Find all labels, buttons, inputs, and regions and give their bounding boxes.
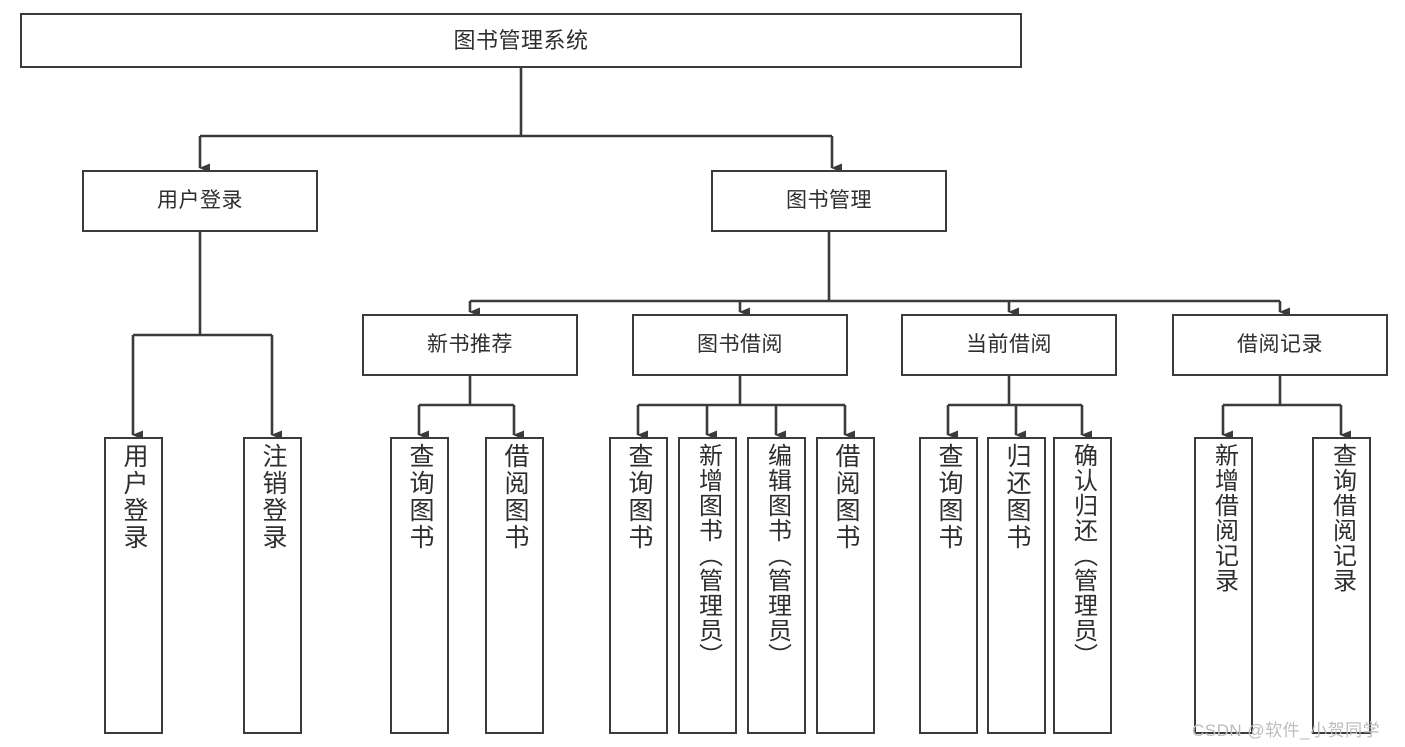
node-label: 图书管理	[786, 188, 872, 212]
node-label: 查询图书	[625, 443, 653, 551]
node-label: 当前借阅	[966, 332, 1052, 356]
node-label: 查询图书	[406, 443, 434, 551]
node-leaf-borrow-books[interactable]: 借阅图书	[816, 437, 875, 734]
node-leaf-query-books-borrow[interactable]: 查询图书	[609, 437, 668, 734]
node-label: 借阅图书	[832, 443, 860, 551]
node-root-book-management-system[interactable]: 图书管理系统	[20, 13, 1022, 68]
node-leaf-query-books-new[interactable]: 查询图书	[390, 437, 449, 734]
node-user-login[interactable]: 用户登录	[82, 170, 318, 232]
node-leaf-edit-book-admin[interactable]: 编辑图书（管理员）	[747, 437, 806, 734]
node-label: 确认归还（管理员）	[1069, 443, 1097, 668]
node-current-borrowing[interactable]: 当前借阅	[901, 314, 1117, 376]
node-book-borrowing[interactable]: 图书借阅	[632, 314, 848, 376]
node-label: 图书管理系统	[453, 27, 589, 53]
node-label: 编辑图书（管理员）	[763, 443, 791, 668]
watermark: CSDN @软件_小贺同学	[1192, 721, 1381, 740]
node-label: 借阅记录	[1237, 332, 1323, 356]
node-leaf-query-books-current[interactable]: 查询图书	[919, 437, 978, 734]
node-label: 新书推荐	[427, 332, 513, 356]
node-book-management[interactable]: 图书管理	[711, 170, 947, 232]
node-label: 新增借阅记录	[1210, 443, 1238, 593]
node-borrowing-records[interactable]: 借阅记录	[1172, 314, 1388, 376]
node-leaf-confirm-return-admin[interactable]: 确认归还（管理员）	[1053, 437, 1112, 734]
node-leaf-query-borrow-record[interactable]: 查询借阅记录	[1312, 437, 1371, 734]
node-label: 用户登录	[157, 188, 243, 212]
node-leaf-return-books[interactable]: 归还图书	[987, 437, 1046, 734]
node-leaf-add-borrow-record[interactable]: 新增借阅记录	[1194, 437, 1253, 734]
node-leaf-borrow-books-new[interactable]: 借阅图书	[485, 437, 544, 734]
node-label: 归还图书	[1003, 443, 1031, 551]
node-leaf-user-login[interactable]: 用户登录	[104, 437, 163, 734]
node-label: 图书借阅	[697, 332, 783, 356]
node-label: 查询借阅记录	[1328, 443, 1356, 593]
node-leaf-logout[interactable]: 注销登录	[243, 437, 302, 734]
node-new-book-recommendation[interactable]: 新书推荐	[362, 314, 578, 376]
node-label: 用户登录	[120, 443, 148, 551]
node-label: 查询图书	[935, 443, 963, 551]
node-label: 注销登录	[259, 443, 287, 551]
node-leaf-add-book-admin[interactable]: 新增图书（管理员）	[678, 437, 737, 734]
node-label: 借阅图书	[501, 443, 529, 551]
node-label: 新增图书（管理员）	[694, 443, 722, 668]
